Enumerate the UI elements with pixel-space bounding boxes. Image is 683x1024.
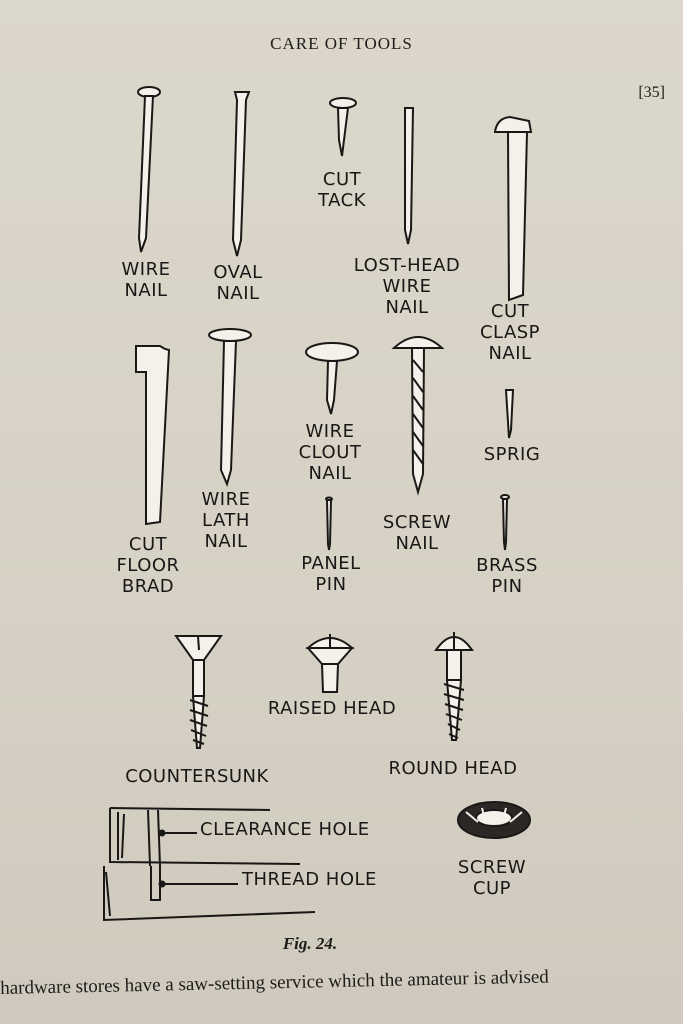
screw-nail-drawing: [391, 336, 445, 496]
countersunk-screw-drawing: [174, 635, 223, 749]
label-lost-head-wire-nail: LOST-HEAD WIRE NAIL: [353, 255, 461, 318]
label-brass-pin: BRASS PIN: [476, 555, 538, 597]
figure-caption: Fig. 24.: [282, 934, 338, 953]
wire-lath-nail-drawing: [208, 328, 252, 487]
sprig-drawing: [504, 389, 515, 439]
label-raised-head: RAISED HEAD: [267, 698, 397, 719]
label-clearance-hole: CLEARANCE HOLE: [200, 819, 370, 840]
label-cut-clasp-nail: CUT CLASP NAIL: [479, 301, 541, 364]
label-thread-hole: THREAD HOLE: [242, 869, 377, 890]
panel-pin-drawing: [325, 496, 333, 551]
label-screw-nail: SCREW NAIL: [382, 512, 452, 554]
wire-clout-nail-drawing: [305, 342, 359, 415]
brass-pin-drawing: [500, 494, 510, 551]
lost-head-wire-nail-drawing: [404, 107, 415, 245]
page-number: [35]: [638, 84, 665, 101]
screw-hole-diagram: [103, 807, 316, 922]
label-wire-nail: WIRE NAIL: [121, 259, 171, 301]
label-sprig: SPRIG: [483, 444, 541, 465]
round-head-screw-drawing: [434, 632, 474, 741]
wire-nail-drawing: [137, 86, 161, 253]
label-cut-tack: CUT TACK: [318, 169, 366, 211]
running-header: CARE OF TOOLS: [270, 34, 413, 53]
label-wire-lath-nail: WIRE LATH NAIL: [201, 489, 251, 552]
raised-head-screw-drawing: [305, 634, 355, 693]
label-oval-nail: OVAL NAIL: [213, 262, 263, 304]
oval-nail-drawing: [231, 91, 251, 257]
label-round-head: ROUND HEAD: [388, 758, 518, 779]
label-cut-floor-brad: CUT FLOOR BRAD: [116, 534, 180, 597]
cut-floor-brad-drawing: [135, 345, 171, 526]
label-panel-pin: PANEL PIN: [301, 553, 361, 595]
screw-cup-drawing: [457, 801, 531, 839]
label-wire-clout-nail: WIRE CLOUT NAIL: [298, 421, 362, 484]
label-screw-cup: SCREW CUP: [457, 857, 527, 899]
label-countersunk: COUNTERSUNK: [125, 766, 269, 787]
cut-clasp-nail-drawing: [493, 115, 533, 302]
cut-tack-drawing: [329, 97, 357, 157]
